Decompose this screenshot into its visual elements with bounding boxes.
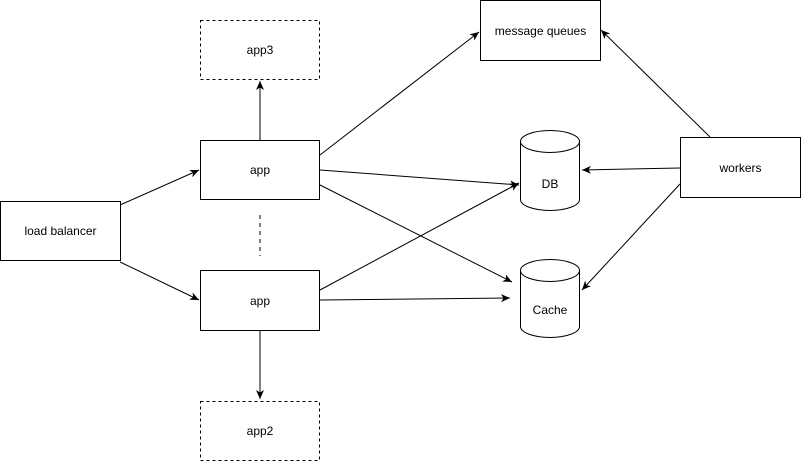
node-app-top-box xyxy=(200,140,320,200)
edge-app-top-to-message-queues xyxy=(319,31,480,156)
node-app2-label: app2 xyxy=(247,424,274,438)
node-db-cylinder-top xyxy=(520,130,580,153)
node-workers-label: workers xyxy=(718,161,761,175)
edges xyxy=(119,29,711,399)
node-db[interactable]: DB xyxy=(520,130,580,211)
node-message-queues[interactable]: message queues xyxy=(480,0,601,61)
node-app-top-label: app xyxy=(250,163,270,177)
node-app3-label: app3 xyxy=(247,43,274,57)
edge-workers-to-cache xyxy=(581,183,681,291)
node-message-queues-label: message queues xyxy=(495,24,586,38)
edge-load-balancer-to-app-top xyxy=(119,169,200,206)
edge-app-bottom-to-cache xyxy=(319,294,511,303)
node-load-balancer[interactable]: load balancer xyxy=(0,201,121,261)
node-cache-cylinder-top xyxy=(520,259,580,282)
edge-load-balancer-to-app-bottom xyxy=(119,261,200,301)
node-app-bottom[interactable]: app xyxy=(200,270,320,331)
edge-app-top-to-db xyxy=(319,169,520,189)
edge-app-bottom-to-db xyxy=(319,182,520,291)
node-workers-box xyxy=(680,137,801,198)
node-cache-label: Cache xyxy=(533,303,568,317)
node-load-balancer-label: load balancer xyxy=(24,224,96,238)
node-app-bottom-label: app xyxy=(250,294,270,308)
node-app-bottom-box xyxy=(200,270,320,331)
node-load-balancer-box xyxy=(0,201,121,261)
node-app2[interactable]: app2 xyxy=(200,401,320,461)
node-app-top[interactable]: app xyxy=(200,140,320,200)
edge-workers-to-message-queues xyxy=(600,29,711,138)
node-app3-box xyxy=(200,20,320,80)
node-message-queues-box xyxy=(480,0,601,61)
node-cache-cylinder-body xyxy=(520,270,580,338)
node-app3[interactable]: app3 xyxy=(200,20,320,80)
node-app2-box xyxy=(200,401,320,461)
node-cache[interactable]: Cache xyxy=(520,259,580,338)
node-db-label: DB xyxy=(542,177,559,191)
node-db-cylinder-body xyxy=(520,141,580,211)
edge-app-top-to-cache xyxy=(319,184,513,283)
node-workers[interactable]: workers xyxy=(680,137,801,198)
edge-workers-to-db xyxy=(581,165,681,174)
